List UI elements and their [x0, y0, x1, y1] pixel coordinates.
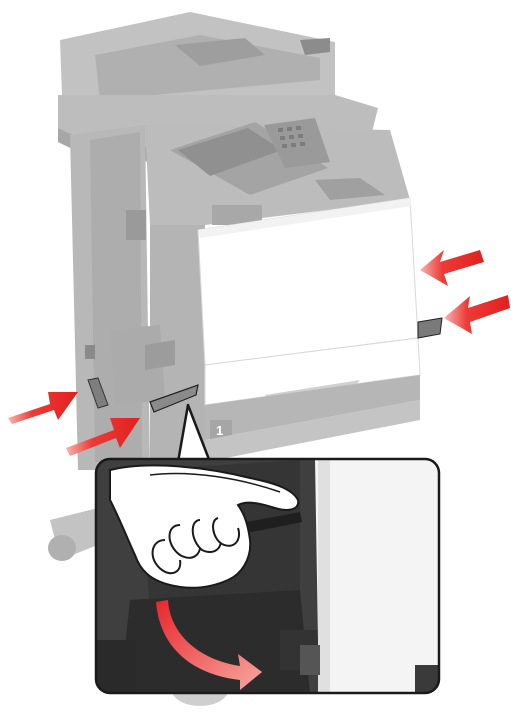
- red-arrow: [420, 250, 484, 286]
- tray-number-label: 1: [216, 423, 223, 438]
- red-arrow: [8, 392, 78, 424]
- red-arrow: [444, 295, 510, 334]
